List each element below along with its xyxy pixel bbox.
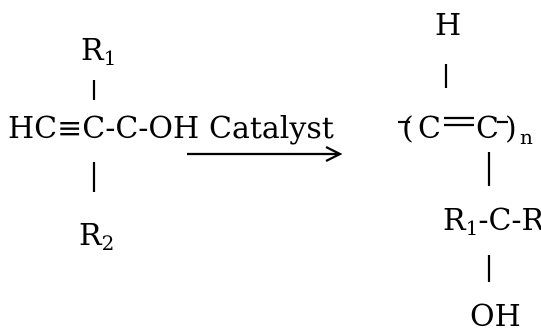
product: H ( C C ) n R1-C-R2 OH bbox=[398, 8, 541, 334]
reaction-arrow: Catalyst bbox=[187, 111, 343, 162]
reactant-r2: R2 bbox=[79, 218, 114, 255]
reactant: R1 HC≡C-C-OH R2 bbox=[8, 33, 199, 255]
product-repeat-n: n bbox=[520, 125, 533, 149]
product-left-bracket: ( bbox=[402, 111, 414, 146]
product-h: H bbox=[435, 8, 461, 43]
reactant-r1: R1 bbox=[81, 33, 116, 70]
reactant-main-chain: HC≡C-C-OH bbox=[8, 111, 199, 146]
product-c1: C bbox=[418, 111, 441, 146]
product-right-bracket: ) bbox=[505, 111, 517, 146]
catalyst-label: Catalyst bbox=[209, 111, 334, 146]
arrow-head bbox=[325, 146, 343, 162]
product-oh: OH bbox=[470, 299, 521, 334]
product-side-group: R1-C-R2 bbox=[443, 203, 541, 240]
product-c2: C bbox=[476, 111, 499, 146]
